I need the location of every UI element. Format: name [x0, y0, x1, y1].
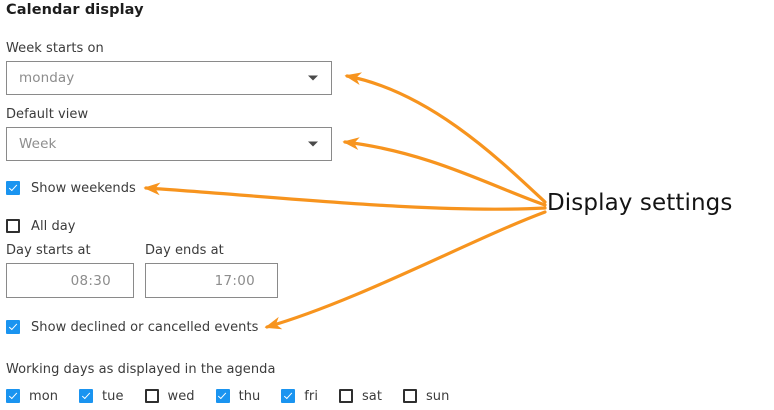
- show-weekends-checkbox-row[interactable]: Show weekends: [6, 179, 136, 197]
- day-starts-at-value: 08:30: [70, 272, 111, 289]
- default-view-select[interactable]: Week: [6, 127, 332, 161]
- day-checkbox-sat[interactable]: sat: [338, 387, 382, 405]
- day-sun-checkbox[interactable]: [402, 389, 417, 403]
- annotation-label: Display settings: [547, 190, 733, 216]
- day-checkbox-tue[interactable]: tue: [79, 387, 124, 405]
- day-thu-label: thu: [238, 388, 261, 404]
- arrow-to-week-starts-on: [344, 72, 547, 204]
- chevron-down-icon: [308, 141, 318, 147]
- day-mon-label: mon: [29, 388, 59, 404]
- show-declined-checkbox[interactable]: [6, 320, 20, 334]
- week-starts-on-value: monday: [19, 70, 75, 86]
- week-starts-on-select[interactable]: monday: [6, 61, 332, 95]
- day-fri-label: fri: [304, 388, 318, 404]
- day-tue-label: tue: [102, 388, 124, 404]
- day-sat-label: sat: [361, 388, 382, 404]
- day-sun-label: sun: [425, 388, 450, 404]
- day-thu-checkbox[interactable]: [215, 389, 230, 403]
- show-weekends-checkbox[interactable]: [6, 181, 20, 195]
- day-checkbox-sun[interactable]: sun: [402, 387, 450, 405]
- default-view-label: Default view: [6, 107, 89, 122]
- working-days-label: Working days as displayed in the agenda: [6, 362, 276, 377]
- day-checkbox-fri[interactable]: fri: [281, 387, 318, 405]
- day-wed-checkbox[interactable]: [144, 389, 159, 403]
- default-view-value: Week: [19, 136, 57, 152]
- day-ends-at-label: Day ends at: [145, 243, 224, 258]
- show-weekends-label: Show weekends: [31, 180, 136, 196]
- day-wed-label: wed: [167, 388, 195, 404]
- day-checkbox-thu[interactable]: thu: [215, 387, 261, 405]
- week-starts-on-label: Week starts on: [6, 41, 104, 56]
- arrow-to-show-declined: [264, 210, 547, 330]
- all-day-label: All day: [31, 218, 76, 234]
- working-days-row: mon tue wed thu fri: [6, 387, 449, 405]
- day-fri-checkbox[interactable]: [281, 389, 296, 403]
- arrow-to-default-view: [342, 137, 547, 207]
- day-starts-at-label: Day starts at: [6, 243, 91, 258]
- day-tue-checkbox[interactable]: [79, 389, 94, 403]
- day-checkbox-mon[interactable]: mon: [6, 387, 58, 405]
- arrow-to-show-weekends: [143, 182, 547, 211]
- show-declined-label: Show declined or cancelled events: [31, 319, 259, 335]
- show-declined-checkbox-row[interactable]: Show declined or cancelled events: [6, 318, 258, 336]
- day-checkbox-wed[interactable]: wed: [144, 387, 195, 405]
- day-starts-at-input[interactable]: 08:30: [6, 263, 134, 298]
- day-ends-at-value: 17:00: [214, 272, 255, 289]
- chevron-down-icon: [308, 75, 318, 81]
- day-mon-checkbox[interactable]: [6, 389, 20, 403]
- day-ends-at-input[interactable]: 17:00: [145, 263, 278, 298]
- all-day-checkbox[interactable]: [6, 219, 20, 233]
- page-title: Calendar display: [6, 2, 144, 18]
- day-sat-checkbox[interactable]: [338, 389, 353, 403]
- all-day-checkbox-row[interactable]: All day: [6, 217, 76, 235]
